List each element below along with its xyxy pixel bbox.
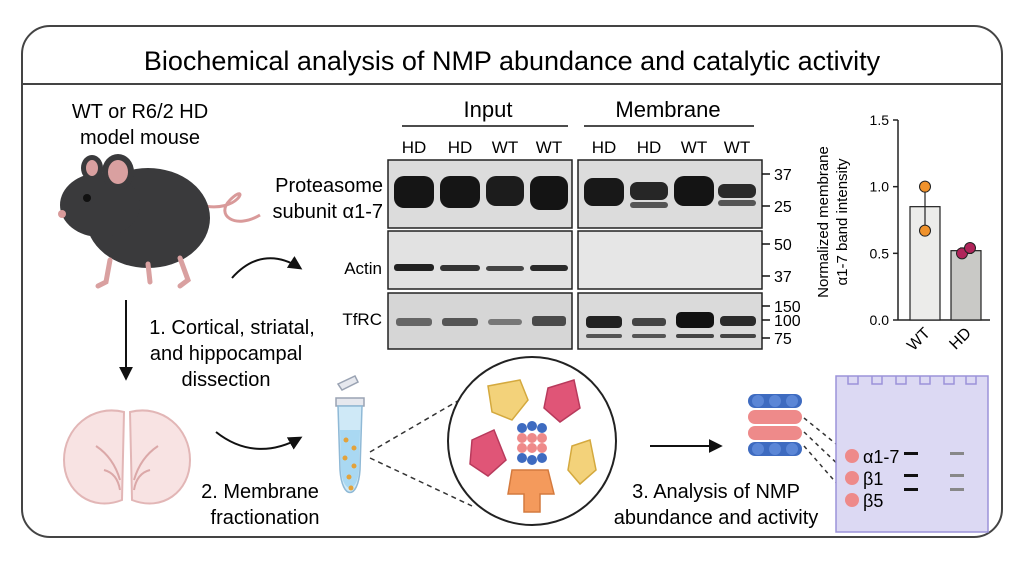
blot-lane-label-2: HD xyxy=(448,138,473,157)
chart-ytick-label-1.0: 1.0 xyxy=(870,179,890,195)
blot-panel-actin-input xyxy=(387,230,573,290)
gel-band-label-b5: β5 xyxy=(863,491,883,511)
mw-label-tfrc-75: 75 xyxy=(774,331,792,348)
chart-ylabel-line1: Normalized membrane xyxy=(815,146,832,298)
chart-ytick-label-1.5: 1.5 xyxy=(870,112,890,128)
chart-ytick-label-0.0: 0.0 xyxy=(870,312,890,328)
step3-line1: 3. Analysis of NMP xyxy=(632,481,800,503)
arrow-to-tube xyxy=(215,431,303,450)
microtube-illustration xyxy=(335,375,365,493)
mw-label-tfrc-100: 100 xyxy=(774,313,801,330)
gel-link-line-3 xyxy=(803,445,847,495)
western-blot: Input Membrane HD HD WT WT HD HD WT WT xyxy=(272,97,801,350)
gel-band-label-a1-7: α1-7 xyxy=(863,447,899,467)
step2-line2: fractionation xyxy=(211,507,320,529)
chart-ytick-label-0.5: 0.5 xyxy=(870,245,890,261)
step2-line1: 2. Membrane xyxy=(201,481,319,503)
gel-illustration: α1-7 β1 β5 xyxy=(835,375,989,533)
mw-label-proteasome-37: 37 xyxy=(774,167,792,184)
blot-lane-label-5: HD xyxy=(592,138,617,157)
blot-row-label-proteasome-1: Proteasome xyxy=(275,175,383,197)
step1-line3: dissection xyxy=(182,369,271,391)
step1-line2: and hippocampal xyxy=(150,343,302,365)
mw-label-actin-50: 50 xyxy=(774,237,792,254)
blot-group-membrane: Membrane xyxy=(615,97,720,122)
mw-label-proteasome-25: 25 xyxy=(774,199,792,216)
chart-point-HD-2 xyxy=(964,242,976,254)
blot-bands-proteasome xyxy=(394,176,756,210)
blot-row-label-tfrc: TfRC xyxy=(342,310,382,329)
mouse-label-line2: model mouse xyxy=(80,127,200,149)
blot-lane-label-8: WT xyxy=(724,138,750,157)
blot-lane-label-6: HD xyxy=(637,138,662,157)
chart-point-WT-1 xyxy=(919,180,931,193)
mw-label-actin-37: 37 xyxy=(774,269,792,286)
chart-bar-HD xyxy=(950,250,982,321)
zoom-line-top xyxy=(369,394,469,453)
blot-lane-label-1: HD xyxy=(402,138,427,157)
mw-label-tfrc-150: 150 xyxy=(774,299,801,316)
mouse-label-line1: WT or R6/2 HD xyxy=(72,101,208,123)
blot-row-label-actin: Actin xyxy=(344,259,382,278)
mouse-illustration xyxy=(58,154,261,289)
membrane-proteins-illustration xyxy=(447,356,617,526)
arrow-to-blot xyxy=(231,256,303,279)
gel-band-label-b1: β1 xyxy=(863,469,883,489)
blot-lane-label-3: WT xyxy=(492,138,518,157)
blot-row-label-proteasome-2: subunit α1-7 xyxy=(272,201,383,223)
blot-lane-label-4: WT xyxy=(536,138,562,157)
chart-ylabel-line2: α1-7 band intensity xyxy=(834,158,851,286)
zoom-line-bottom xyxy=(369,457,473,507)
bar-chart: Normalized membrane α1-7 band intensity … xyxy=(815,112,990,354)
gel-link-line-1 xyxy=(803,417,847,453)
figure-title: Biochemical analysis of NMP abundance an… xyxy=(144,46,881,76)
brain-slice-illustration xyxy=(62,409,192,505)
chart-point-WT-2 xyxy=(919,224,931,237)
blot-panel-actin-membrane xyxy=(577,230,763,290)
step1-line1: 1. Cortical, striatal, xyxy=(149,317,315,339)
blot-bands-actin xyxy=(394,264,568,271)
blot-group-input: Input xyxy=(464,97,513,122)
step3-line2: abundance and activity xyxy=(614,507,819,529)
proteasome-illustration xyxy=(748,394,802,456)
blot-bands-tfrc xyxy=(396,312,756,338)
blot-lane-label-7: WT xyxy=(681,138,707,157)
